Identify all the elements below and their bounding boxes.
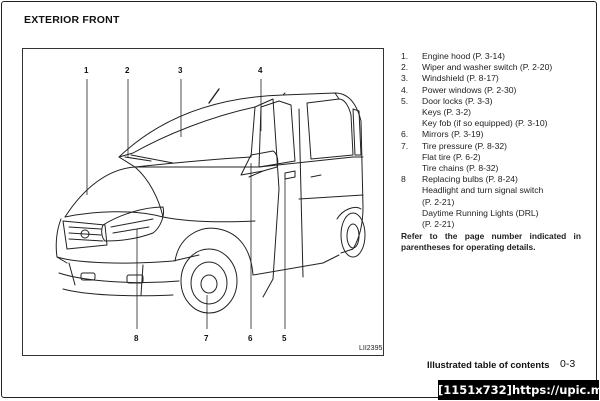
figure-code: LII2395 (359, 345, 382, 352)
legend-text: (P. 2-21) (422, 219, 455, 230)
legend-item: 8 Replacing bulbs (P. 8-24) Headlight an… (401, 174, 581, 230)
legend-text: Daytime Running Lights (DRL) (422, 207, 539, 218)
watermark-banner: [1151x732]https://upic.me/ (438, 380, 600, 400)
legend-list: 1. Engine hood (P. 3-14) 2. Wiper and wa… (401, 51, 581, 252)
legend-item: 1. Engine hood (P. 3-14) (401, 51, 581, 62)
legend-number: 6. (401, 129, 409, 140)
callout-2: 2 (125, 66, 130, 75)
page-number: 0-3 (560, 358, 576, 370)
legend-text: Replacing bulbs (P. 8-24) (422, 174, 518, 185)
legend-number: 1. (401, 51, 409, 61)
legend-note: Refer to the page number indicated in pa… (401, 231, 581, 252)
legend-number: 8 (401, 174, 406, 185)
legend-number: 2. (401, 62, 409, 73)
legend-text: Tire chains (P. 8-32) (422, 163, 499, 174)
callout-3: 3 (178, 66, 183, 75)
legend-number: 5. (401, 95, 409, 106)
legend-item: 7. Tire pressure (P. 8-32) Flat tire (P.… (401, 141, 581, 175)
legend-item: 3. Windshield (P. 8-17) (401, 73, 581, 84)
legend-text: Tire pressure (P. 8-32) (422, 140, 508, 151)
legend-number: 3. (401, 73, 409, 84)
legend-number: 4. (401, 84, 409, 95)
legend-number: 7. (401, 140, 409, 151)
callout-5: 5 (282, 334, 287, 343)
vehicle-diagram: 1 2 3 4 8 7 6 5 LII2395 (22, 48, 384, 356)
legend-text: Wiper and washer switch (P. 2-20) (422, 62, 553, 73)
callout-6: 6 (248, 334, 253, 343)
legend-text: Power windows (P. 2-30) (422, 84, 517, 95)
legend-text: Engine hood (P. 3-14) (422, 51, 505, 61)
legend-text: Headlight and turn signal switch (422, 185, 544, 196)
legend-item: 5. Door locks (P. 3-3) Keys (P. 3-2) Key… (401, 96, 581, 130)
legend-text: Keys (P. 3-2) (422, 107, 472, 118)
footer-section-label: Illustrated table of contents (427, 359, 550, 370)
legend-text: Mirrors (P. 3-19) (422, 129, 484, 140)
legend-item: 4. Power windows (P. 2-30) (401, 85, 581, 96)
legend-text: (P. 2-21) (422, 196, 455, 207)
section-title: EXTERIOR FRONT (24, 14, 120, 26)
callout-1: 1 (84, 66, 89, 75)
legend-text: Door locks (P. 3-3) (422, 95, 493, 106)
callout-8: 8 (134, 334, 139, 343)
van-illustration: 1 2 3 4 8 7 6 5 LII2395 (55, 66, 382, 352)
legend-text: Key fob (if so equipped) (P. 3-10) (422, 118, 548, 129)
legend-item: 6. Mirrors (P. 3-19) (401, 129, 581, 140)
legend-item: 2. Wiper and washer switch (P. 2-20) (401, 62, 581, 73)
legend-text: Flat tire (P. 6-2) (422, 151, 481, 162)
callout-4: 4 (258, 66, 263, 75)
callout-7: 7 (204, 334, 209, 343)
legend-text: Windshield (P. 8-17) (422, 73, 499, 84)
